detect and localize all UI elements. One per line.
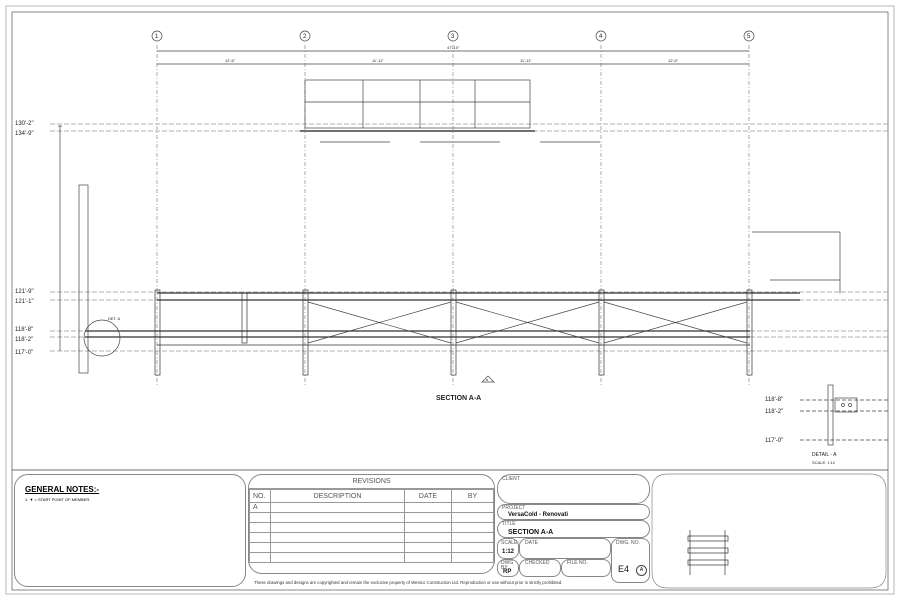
grid-label: 3 xyxy=(451,34,455,40)
elevation-label: 121'-9" xyxy=(15,289,34,295)
detail-title: DETAIL - A xyxy=(812,452,837,458)
revisions-title: REVISIONS xyxy=(249,475,494,489)
x-bracing xyxy=(307,301,748,344)
elevation-label: 130'-2" xyxy=(15,121,34,127)
elevation-label: 121'-1" xyxy=(15,299,34,305)
table-row: A xyxy=(249,502,494,513)
logo-graphic xyxy=(687,530,729,575)
detail-elevation: 118'-8" xyxy=(765,397,783,403)
dim-span: 11'-11" xyxy=(520,58,532,63)
grid-lines xyxy=(156,45,750,385)
date-field: DATE xyxy=(519,538,611,559)
dim-span: 12'-6" xyxy=(668,58,679,63)
elevation-label: 118'-8" xyxy=(15,327,33,333)
general-note-item: 1. ▼ = START POINT OF MEMBER. xyxy=(25,497,91,502)
rev-header: DATE xyxy=(404,489,452,503)
grid-label: 5 xyxy=(747,34,751,40)
rev-header: NO. xyxy=(249,489,271,503)
detail-elevation: 118'-2" xyxy=(765,409,783,415)
copyright-notice: These drawings and designs are copyright… xyxy=(254,580,563,585)
detail-callout-label: DET. A xyxy=(108,316,121,321)
dim-overall: 47'-10" xyxy=(447,45,460,50)
rev-header: DESCRIPTION xyxy=(270,489,405,503)
detail-a xyxy=(800,384,890,446)
grid-label: 2 xyxy=(303,34,307,40)
elevation-label: 118'-2" xyxy=(15,337,33,343)
dim-span: 11'-11" xyxy=(372,58,384,63)
client-field: CLIENT xyxy=(497,474,650,504)
elevation-label: 117'-0" xyxy=(15,350,33,356)
grid-label: 1 xyxy=(155,34,159,40)
general-notes-title: GENERAL NOTES:- xyxy=(25,485,100,494)
checked-field: CHECKED xyxy=(519,559,561,577)
revision-marker: A xyxy=(636,565,647,576)
main-beams xyxy=(85,289,800,376)
detail-callout-circle xyxy=(83,319,121,357)
dim-span: 12'-6" xyxy=(225,58,236,63)
upper-platform xyxy=(300,79,600,143)
section-marker: B xyxy=(486,378,488,382)
general-notes-panel: GENERAL NOTES:- 1. ▼ = START POINT OF ME… xyxy=(14,474,246,587)
detail-scale: SCALE: 1:12 xyxy=(812,460,836,465)
grid-label: 4 xyxy=(599,34,603,40)
rev-header: BY xyxy=(451,489,494,503)
detail-elevation: 117'-0" xyxy=(765,438,783,444)
section-title: SECTION A-A xyxy=(436,395,481,402)
file-no-field: FILE NO. xyxy=(561,559,611,577)
elevation-label: 134'-9" xyxy=(15,131,34,137)
grid-bubbles xyxy=(151,30,755,42)
